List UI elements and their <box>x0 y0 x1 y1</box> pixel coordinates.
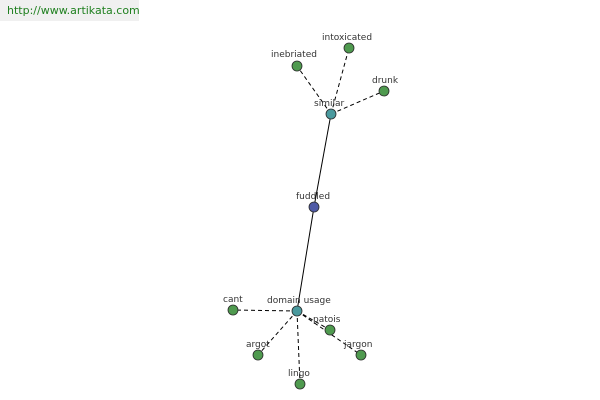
node-label: intoxicated <box>322 33 372 43</box>
node-argot[interactable]: argot <box>246 340 270 361</box>
node-jargon[interactable]: jargon <box>343 340 372 361</box>
node-label: domain usage <box>267 296 331 306</box>
node-intoxicated[interactable]: intoxicated <box>322 33 372 54</box>
node-marker[interactable] <box>308 201 320 213</box>
edge-similar-intoxicated <box>330 47 350 115</box>
edges-layer <box>232 47 385 385</box>
node-label: cant <box>223 295 243 305</box>
node-marker[interactable] <box>294 378 306 390</box>
edge-domain_usage-lingo <box>296 310 301 385</box>
node-marker[interactable] <box>355 349 367 361</box>
site-url-link[interactable]: http://www.artikata.com <box>7 4 140 17</box>
node-domain-usage[interactable]: domain usage <box>267 296 331 317</box>
node-label: jargon <box>343 340 372 350</box>
node-marker[interactable] <box>252 349 264 361</box>
node-lingo[interactable]: lingo <box>288 369 310 390</box>
edge-similar-inebriated <box>296 65 332 115</box>
edge-domain_usage-argot <box>257 310 298 356</box>
edge-similar-drunk <box>330 90 385 115</box>
node-label: fuddled <box>296 192 330 202</box>
node-label: patois <box>313 315 341 325</box>
node-inebriated[interactable]: inebriated <box>271 50 317 72</box>
node-label: drunk <box>372 76 399 86</box>
edge-domain_usage-patois <box>296 310 331 331</box>
node-similar[interactable]: similar <box>314 99 344 120</box>
node-marker[interactable] <box>291 305 303 317</box>
node-marker[interactable] <box>291 60 303 72</box>
node-marker[interactable] <box>343 42 355 54</box>
node-label: inebriated <box>271 50 317 60</box>
node-marker[interactable] <box>325 108 337 120</box>
edge-fuddled-domain_usage <box>296 206 315 312</box>
edge-domain_usage-cant <box>232 309 298 312</box>
node-cant[interactable]: cant <box>223 295 243 316</box>
node-fuddled[interactable]: fuddled <box>296 192 330 213</box>
node-marker[interactable] <box>324 324 336 336</box>
node-marker[interactable] <box>378 85 390 97</box>
node-patois[interactable]: patois <box>313 315 341 336</box>
node-label: lingo <box>288 369 310 379</box>
node-label: similar <box>314 99 344 109</box>
node-drunk[interactable]: drunk <box>372 76 399 97</box>
node-label: argot <box>246 340 270 350</box>
edge-fuddled-similar <box>313 113 332 208</box>
nodes-layer: fuddled similar domain usage inebriated into… <box>223 33 399 390</box>
url-bar: http://www.artikata.com <box>0 0 140 21</box>
node-marker[interactable] <box>227 304 239 316</box>
